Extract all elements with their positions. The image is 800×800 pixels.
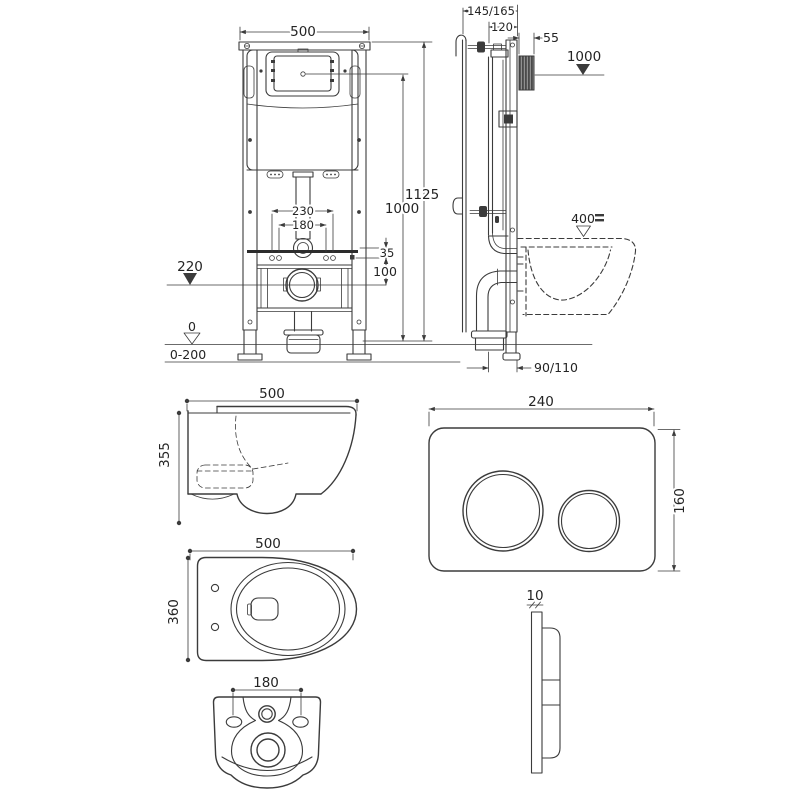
dim-front-outlet-level: 220: [177, 259, 203, 275]
bowl-top-view: 500 360: [164, 534, 358, 663]
dim-front-panel-height: 1000: [385, 201, 419, 217]
dim-front-floor-level: 0: [188, 319, 196, 334]
dim-front-outlet-offset: 100: [373, 264, 397, 279]
flush-plate-side-view: 10: [524, 586, 561, 774]
dim-front-studs-outer: 230: [292, 204, 314, 218]
dim-front-rail-offset: 35: [380, 246, 395, 260]
dim-side-bowl-level: 400: [571, 211, 595, 226]
dim-bowl-top-depth: 360: [166, 599, 182, 625]
frame-front-view: 500 1125 1000 230 180 35 100 220 0 0-200: [164, 22, 593, 364]
dim-bowl-back-holes: 180: [253, 675, 279, 691]
dim-bowl-side-height: 355: [157, 442, 173, 468]
dim-bowl-side-width: 500: [259, 386, 285, 402]
dim-bowl-top-width: 500: [255, 536, 281, 552]
dim-front-floor-range: 0-200: [170, 347, 206, 362]
dim-side-outlet-distance: 90/110: [534, 360, 578, 375]
dim-side-panel-level: 1000: [567, 49, 601, 65]
flush-plate-view: 240 160: [428, 392, 690, 572]
dim-side-housing-depth: 55: [543, 30, 559, 45]
frame-side-view: 400 1000 145/165 120 55 90/110: [452, 2, 637, 377]
bowl-side-view: 500 355: [155, 384, 360, 526]
dim-side-depth-total: 145/165: [467, 4, 515, 18]
dim-front-width: 500: [290, 24, 316, 40]
dim-plate-width: 240: [528, 394, 554, 410]
bowl-back-view: 180: [212, 673, 322, 789]
dim-side-depth-frame: 120: [491, 20, 513, 34]
dim-front-studs-inner: 180: [292, 218, 314, 232]
dim-plate-thickness: 10: [526, 588, 543, 604]
dim-front-total-height: 1125: [405, 187, 439, 203]
dim-plate-height: 160: [672, 488, 688, 514]
